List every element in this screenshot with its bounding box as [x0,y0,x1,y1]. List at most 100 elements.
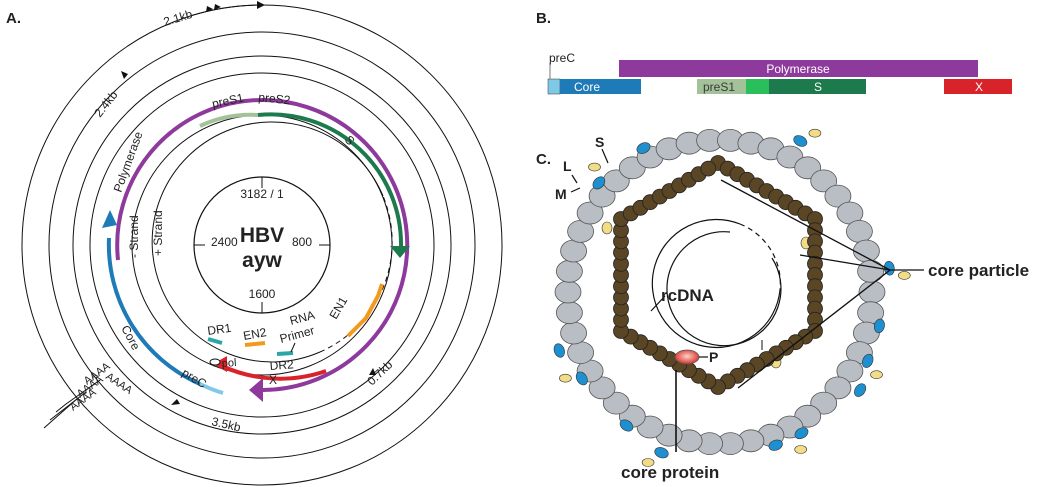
glycoprotein-blue [654,447,669,459]
position-left: 2400 [211,235,238,249]
dr2-label: DR2 [269,357,294,373]
x-bar-label: X [975,80,983,94]
pres1-bar-label: preS1 [703,80,735,94]
x-orf [221,364,327,381]
core-particle-leader-2 [799,254,891,271]
core-particle-leader-3 [737,269,891,389]
label-2-4kb: 2.4kb [91,88,120,120]
envelope-bead [857,259,884,283]
arrowhead-2-1kb [206,4,221,12]
rcdna-minus-strand [651,218,781,349]
glycoprotein-blue [619,419,634,432]
core-particle-leader-1 [720,179,891,271]
prec-orf [199,382,224,395]
polya-label-1: AAAA [103,371,135,398]
core-particle-label: core particle [928,261,1029,280]
core-bar [560,79,641,94]
polymerase-orf [115,98,410,392]
polya-tail-1 [55,379,101,413]
polymerase-label: Polymerase [111,129,146,194]
envelope-bead [576,201,604,225]
envelope-bead [853,239,880,263]
transcript-circle-0-7kb [72,55,452,435]
transcript-circle-2-4kb [48,31,476,459]
envelope-bead [846,219,873,243]
panel-label-a: A. [6,10,21,27]
core-capsid-beads [613,155,823,395]
arrowhead-2-4kb [121,71,128,79]
en1-label: EN1 [326,294,350,321]
envelope-bead [836,359,864,383]
l-leader [571,174,578,184]
glycoprotein-blue [794,427,809,440]
envelope-bead [560,321,587,345]
polya-tail-3 [43,397,79,429]
glycoprotein-blue [873,318,885,334]
m-leader [570,187,581,193]
envelope-bead [588,376,616,400]
en2-label: EN2 [242,325,268,343]
plus-strand-label: + Strand [151,210,165,256]
glycoprotein-blue [861,353,874,368]
panel-label-c: C. [536,151,551,168]
envelope-glycoproteins [553,128,911,467]
envelope-bead [824,376,852,400]
en2-element [244,341,266,347]
dr1-label: DR1 [206,321,232,338]
glycoprotein-yellow [588,162,601,172]
pres1-label: preS1 [211,91,246,111]
pres2-label: preS2 [258,90,292,107]
prec-bar-label: preC [549,51,575,65]
m-protein-label: M [555,186,567,202]
glycoprotein-blue [854,383,867,397]
envelope-bead [556,301,583,325]
glycoprotein-yellow [641,458,655,467]
envelope-bead [560,239,587,263]
core-orf [106,237,201,386]
core-protein-label: core protein [621,463,719,482]
glycoprotein-blue [636,142,651,154]
linear-map: Polymerase Core preC preS1 S X [547,51,1012,95]
s-protein-label: S [595,134,604,150]
rna-label: RNA [288,308,316,328]
core-arrowhead [102,210,117,228]
s-bar-label: S [814,80,822,94]
hbv-label: HBV [240,224,284,247]
pres1-bar [697,79,746,94]
polymerase-bar-label: Polymerase [766,62,830,76]
position-right: 800 [292,235,312,249]
polymerase-bar [619,60,978,77]
pres1-orf [199,112,259,128]
prec-bar [547,78,561,95]
pol-label: pol [221,357,236,370]
plus-strand-arc [151,121,384,363]
label-3-5kb: 3.5kb [210,414,242,434]
envelope-bead [810,169,838,193]
s-arrowhead [390,246,410,258]
core-label: Core [118,323,143,353]
arrowhead-3-5kb [171,399,180,405]
x-label: X [269,373,277,387]
s-leader [601,148,609,164]
primer-label: Primer [278,323,316,346]
pres2-bar [746,79,769,94]
polymerase-p [674,349,700,365]
label-2-1kb: 2.1kb [162,7,194,29]
glycoprotein-blue [553,343,565,358]
transcript-2-1kb-arrow [189,0,265,17]
envelope-bead [602,391,630,415]
envelope-bead [567,341,594,365]
position-top: 3182 / 1 [240,187,284,201]
polymerase-arrowhead [249,378,263,402]
l-protein-label: L [563,158,572,174]
core-bead [700,160,717,177]
panel-label-b: B. [536,10,551,27]
envelope-bead [824,184,852,208]
rcdna-plus-strand [666,231,782,347]
rcdna-gap-dashed [739,223,781,291]
glycoprotein-blue [768,439,783,451]
glycoprotein-blue [793,135,808,147]
glycoprotein-yellow [601,221,613,235]
envelope-bead [556,259,583,283]
